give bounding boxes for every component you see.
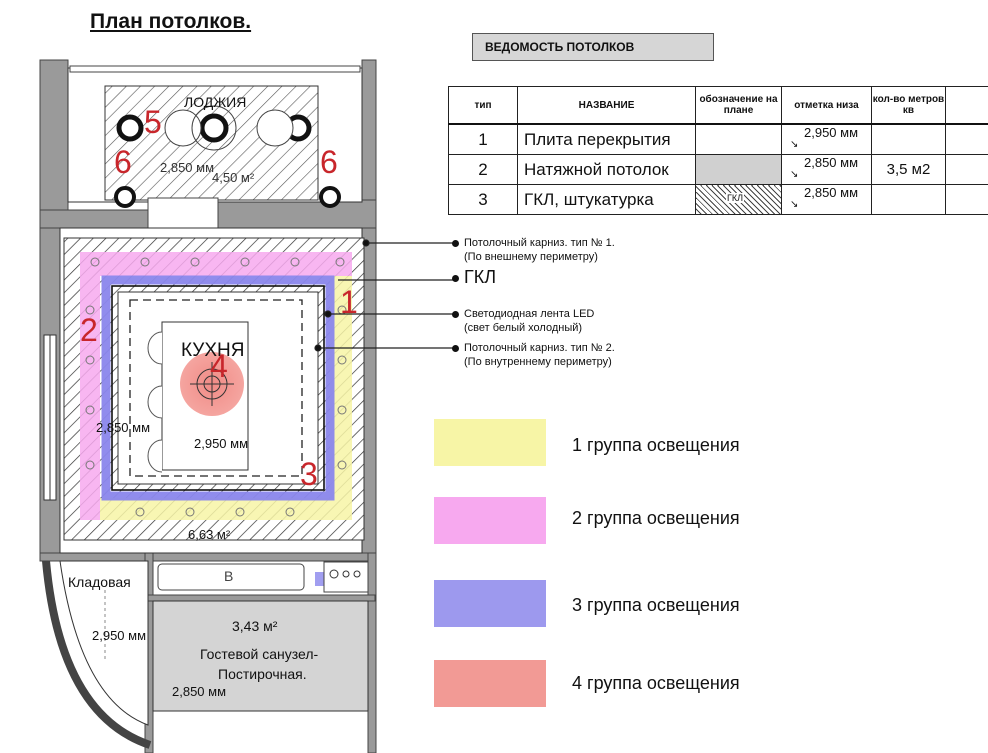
- row-level: ↘ 2,950 мм: [781, 123, 872, 155]
- pantry-room: [59, 560, 149, 726]
- wc-level: 2,850 мм: [172, 684, 227, 699]
- row-mark-gray-fill: [695, 154, 782, 185]
- legend-label-group-2: 2 группа освещения: [572, 508, 740, 528]
- bathtub-letter: В: [224, 568, 234, 584]
- row-type: 1: [448, 123, 518, 155]
- level-arrow-icon: ↘: [790, 139, 799, 150]
- led-strip-line: [111, 285, 325, 491]
- legend-swatch-group-1: [434, 419, 546, 466]
- note-cornice-type2: Потолочный карниз. тип № 2. (По внутренн…: [452, 341, 615, 369]
- light-group-3-frame: [101, 275, 335, 501]
- legend-label-group-3: 3 группа освещения: [572, 595, 740, 615]
- bullet-icon: [452, 274, 459, 282]
- spot-lights: [85, 257, 347, 517]
- pantry-label: Кладовая: [68, 574, 131, 590]
- row-mark-text: ГКЛ: [726, 193, 745, 203]
- guest-wc-room: [152, 600, 369, 712]
- legend-label-group-1: 1 группа освещения: [572, 435, 740, 455]
- table-row: 1 Плита перекрытия ↘ 2,950 мм: [448, 123, 988, 155]
- note-line1: Светодиодная лента LED: [464, 308, 595, 320]
- wc-name-line2: Постирочная.: [218, 666, 307, 682]
- group-number-2: 2: [80, 312, 98, 348]
- wc-area: 3,43 м²: [232, 618, 278, 634]
- group-number-6-right: 6: [320, 144, 338, 180]
- header-empty: [945, 86, 988, 125]
- group-number-3: 3: [300, 456, 318, 492]
- row-mark-hatch: ГКЛ: [695, 184, 782, 215]
- kitchen-level: 2,950 мм: [194, 436, 249, 451]
- note-line2: (свет белый холодный): [464, 322, 583, 334]
- row-name: Натяжной потолок: [517, 154, 696, 185]
- kitchen-area: 6,63 м²: [188, 527, 231, 542]
- bullet-icon: [452, 310, 459, 318]
- table-header-row: тип НАЗВАНИЕ обозначение на плане отметк…: [448, 86, 988, 125]
- legend-swatch-group-4: [434, 660, 546, 707]
- pantry-curved-wall: [42, 560, 152, 749]
- group-number-5: 5: [144, 104, 162, 140]
- row-empty: [945, 154, 988, 185]
- schedule-title: ВЕДОМОСТЬ ПОТОЛКОВ: [472, 33, 714, 61]
- row-length: [871, 123, 946, 155]
- header-level: отметка низа: [781, 86, 872, 125]
- pantry-level: 2,950 мм: [92, 628, 147, 643]
- row-empty: [945, 123, 988, 155]
- table-row: 3 ГКЛ, штукатурка ГКЛ ↘ 2,850 мм: [448, 184, 988, 215]
- table-row: 2 Натяжной потолок ↘ 2,850 мм 3,5 м2: [448, 154, 988, 185]
- loggia-label: ЛОДЖИЯ: [184, 94, 247, 110]
- note-line1: Потолочный карниз. тип № 2.: [464, 342, 615, 354]
- row-level-text: 2,850 мм: [804, 185, 859, 200]
- group-number-4: 4: [210, 348, 228, 384]
- header-length: кол-во метров кв: [871, 86, 946, 125]
- loggia-level: 2,850 мм: [160, 160, 215, 175]
- loggia-lamps: [114, 105, 341, 208]
- row-length: 3,5 м2: [871, 154, 946, 185]
- group-number-6-left: 6: [114, 144, 132, 180]
- note-led-strip: Светодиодная лента LED (свет белый холод…: [452, 307, 594, 335]
- note-line1: Потолочный карниз. тип № 1.: [464, 237, 615, 249]
- legend-swatch-group-3: [434, 580, 546, 627]
- kitchen-label: КУХНЯ: [181, 340, 245, 361]
- bullet-icon: [452, 344, 459, 352]
- row-level-text: 2,850 мм: [804, 155, 859, 170]
- bathtub: [157, 563, 305, 591]
- row-name: ГКЛ, штукатурка: [517, 184, 696, 215]
- legend-label-group-4: 4 группа освещения: [572, 673, 740, 693]
- row-type: 3: [448, 184, 518, 215]
- row-type: 2: [448, 154, 518, 185]
- note-line2: (По внутреннему периметру): [464, 356, 612, 368]
- ceiling-schedule-table: тип НАЗВАНИЕ обозначение на плане отметк…: [448, 86, 988, 215]
- note-gkl: ГКЛ: [452, 267, 496, 288]
- kitchen-side-level: 2,850 мм: [96, 420, 151, 435]
- stretch-ceiling-dashed-outline: [129, 299, 303, 477]
- group-number-1: 1: [340, 284, 358, 320]
- wc-name-line1: Гостевой санузел-: [200, 646, 319, 662]
- loggia-area: 4,50 м²: [212, 170, 255, 185]
- level-arrow-icon: ↘: [790, 199, 799, 210]
- kitchen-chairs: [147, 331, 163, 473]
- row-level: ↘ 2,850 мм: [781, 184, 872, 215]
- header-type: тип: [448, 86, 518, 125]
- note-line2: (По внешнему периметру): [464, 251, 598, 263]
- page-title: План потолков.: [90, 10, 252, 33]
- bullet-icon: [452, 239, 459, 247]
- row-name: Плита перекрытия: [517, 123, 696, 155]
- note-line1: ГКЛ: [464, 267, 497, 287]
- row-level-text: 2,950 мм: [804, 125, 859, 140]
- level-arrow-icon: ↘: [790, 169, 799, 180]
- legend-swatch-group-2: [434, 497, 546, 544]
- row-empty: [945, 184, 988, 215]
- header-name: НАЗВАНИЕ: [517, 86, 696, 125]
- row-level: ↘ 2,850 мм: [781, 154, 872, 185]
- leader-lines: [314, 239, 458, 352]
- note-cornice-type1: Потолочный карниз. тип № 1. (По внешнему…: [452, 236, 615, 264]
- row-length: [871, 184, 946, 215]
